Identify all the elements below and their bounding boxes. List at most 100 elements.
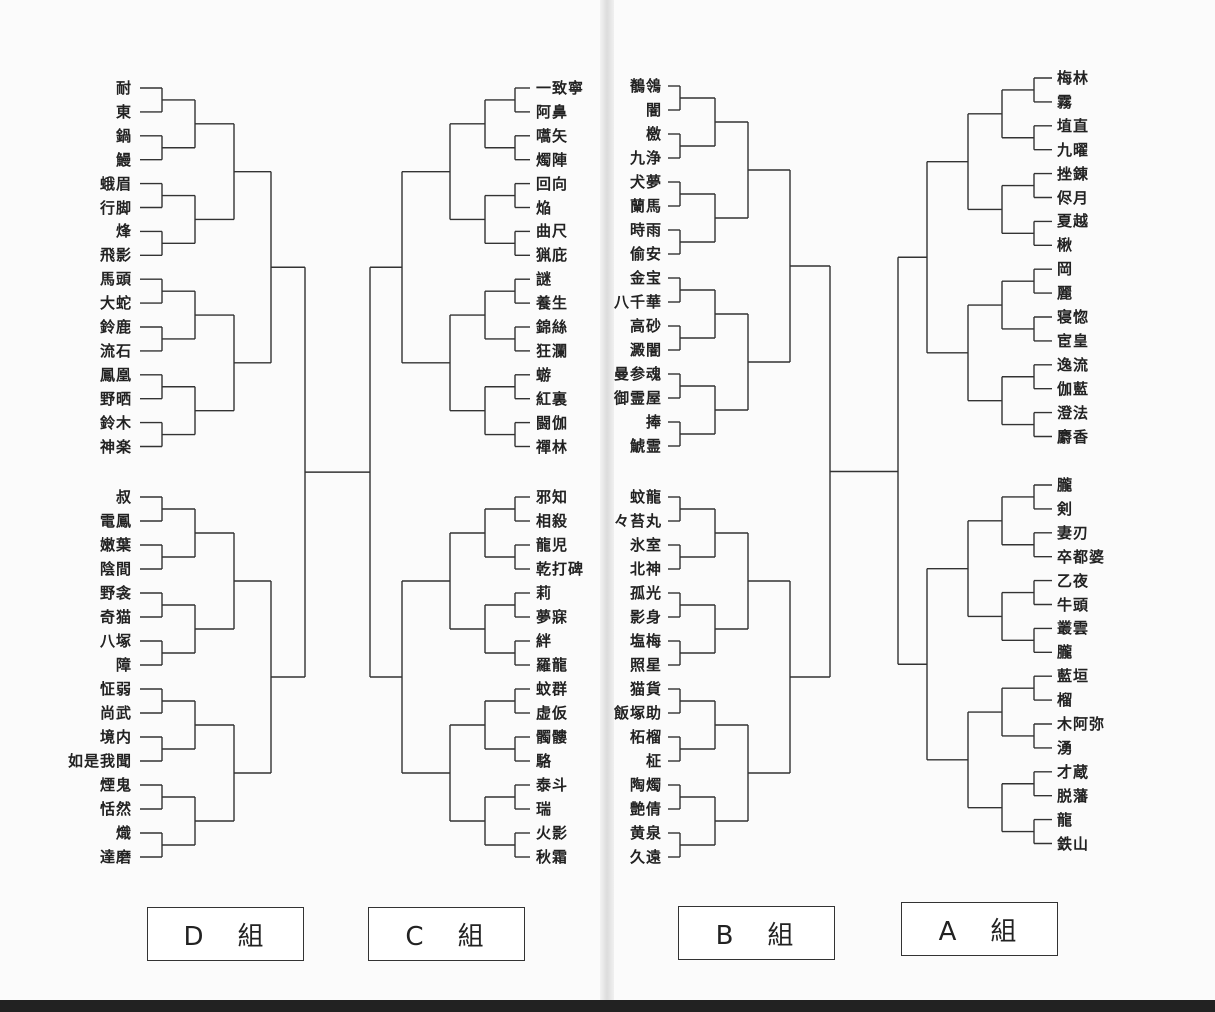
entrant-name: 々苔丸 — [613, 512, 662, 530]
book-spine — [600, 0, 614, 1000]
entrant-name: 嫩葉 — [99, 536, 132, 554]
entrant-name: 瑞 — [536, 800, 553, 818]
entrant-name: 闇 — [645, 101, 662, 119]
entrant-name: 湧 — [1057, 738, 1074, 757]
entrant-name: 藍垣 — [1057, 667, 1090, 686]
entrant-name: 行脚 — [99, 198, 132, 217]
entrant-name: 鉄山 — [1057, 834, 1090, 853]
entrant-name: 黄泉 — [629, 824, 662, 842]
entrant-name: 蚊群 — [536, 680, 569, 698]
entrant-name: 柾 — [645, 752, 662, 770]
entrant-name: 孤光 — [629, 584, 662, 602]
entrant-name: 莉 — [536, 584, 553, 602]
entrant-name: 夏越 — [1057, 212, 1090, 231]
entrant-name: 闘伽 — [536, 413, 569, 432]
entrant-name: 如是我聞 — [67, 752, 132, 770]
entrant-name: 蛾眉 — [99, 174, 132, 193]
entrant-name: 八塚 — [99, 632, 132, 650]
entrant-name: 時雨 — [629, 221, 662, 239]
entrant-name: 榴 — [1057, 691, 1074, 710]
entrant-name: 梅林 — [1057, 69, 1090, 87]
entrant-name: 障 — [115, 656, 132, 674]
entrant-name: 陰間 — [99, 560, 132, 578]
entrant-name: 木阿弥 — [1057, 715, 1106, 733]
entrant-name: 金宝 — [629, 269, 662, 287]
group-a-label: A 組 — [901, 902, 1058, 956]
entrant-name: 八千華 — [613, 293, 662, 311]
entrant-name: 挫錬 — [1057, 164, 1090, 183]
entrant-name: 鈴鹿 — [99, 318, 132, 336]
group-d-label: D 組 — [147, 907, 304, 961]
entrant-name: 高砂 — [629, 317, 662, 335]
entrant-name: 禪林 — [536, 437, 569, 456]
entrant-name: 曼参魂 — [613, 365, 662, 383]
entrant-name: 烽 — [115, 222, 132, 241]
entrant-name: 楸 — [1057, 236, 1074, 255]
entrant-name: 鳳凰 — [99, 365, 132, 384]
entrant-name: 狂瀾 — [536, 341, 569, 360]
entrant-name: 叢雲 — [1057, 619, 1090, 638]
entrant-name: 馬頭 — [99, 270, 132, 289]
entrant-name: 絆 — [536, 632, 553, 650]
entrant-name: 蝣 — [536, 365, 553, 384]
entrant-name: 捧 — [645, 413, 662, 431]
entrant-name: 蚊龍 — [629, 488, 662, 506]
entrant-name: 朧 — [1057, 643, 1074, 662]
entrant-name: 流石 — [99, 341, 132, 360]
entrant-name: 龍児 — [536, 536, 569, 554]
entrant-name: 御霊屋 — [613, 389, 662, 407]
entrant-name: 乙夜 — [1057, 571, 1090, 590]
entrant-name: 尚武 — [99, 704, 132, 722]
entrant-name: 飯塚助 — [613, 704, 662, 722]
entrant-name: 乾打碑 — [536, 560, 585, 578]
entrant-name: 鈴木 — [99, 413, 132, 432]
entrant-name: 電鳳 — [99, 512, 132, 530]
entrant-name: 九曜 — [1057, 140, 1090, 159]
entrant-name: 氷室 — [629, 536, 662, 554]
entrant-name: 侭月 — [1057, 188, 1090, 207]
group-c-label: C 組 — [368, 907, 525, 961]
entrant-name: 伽藍 — [1057, 379, 1090, 398]
entrant-name: 塩梅 — [629, 632, 662, 650]
entrant-name: 秋霜 — [536, 848, 569, 866]
entrant-name: 犬夢 — [629, 173, 662, 191]
entrant-name: 邪知 — [536, 488, 569, 506]
entrant-name: 脱藩 — [1057, 786, 1090, 805]
entrant-name: 怔弱 — [99, 680, 132, 698]
entrant-name: 麝香 — [1057, 427, 1090, 446]
entrant-name: 久遠 — [629, 848, 662, 866]
entrant-name: 大蛇 — [99, 294, 132, 313]
entrant-name: 恬然 — [99, 800, 132, 818]
entrant-name: 髑髏 — [536, 728, 569, 746]
entrant-name: 紅裏 — [536, 389, 569, 408]
entrant-name: 偷安 — [629, 245, 662, 263]
entrant-name: 相殺 — [536, 512, 569, 530]
group-d-label-text: D 組 — [183, 921, 268, 952]
group-c-label-text: C 組 — [405, 921, 488, 952]
entrant-name: 才蔵 — [1057, 762, 1090, 781]
entrant-name: 駱 — [536, 752, 553, 770]
entrant-name: 澱闇 — [629, 341, 662, 359]
entrant-name: 叔 — [115, 488, 132, 506]
entrant-name: 卒都婆 — [1057, 547, 1106, 566]
entrant-name: 朧 — [1057, 476, 1074, 494]
entrant-name: 飛影 — [99, 246, 132, 265]
entrant-name: 埴直 — [1057, 116, 1090, 135]
entrant-name: 岡 — [1057, 260, 1074, 279]
entrant-name: 阿鼻 — [536, 102, 569, 121]
entrant-name: 野衾 — [99, 584, 132, 602]
entrant-name: 逸流 — [1057, 355, 1090, 374]
page-edge — [0, 1000, 1215, 1012]
entrant-name: 鯱霊 — [629, 437, 662, 455]
entrant-name: 回向 — [536, 174, 569, 193]
entrant-name: 夢寐 — [536, 608, 569, 626]
entrant-name: 謎 — [536, 270, 553, 289]
group-a-label-text: A 組 — [938, 916, 1021, 947]
entrant-name: 鶺鴒 — [629, 77, 662, 95]
entrant-name: 錦絲 — [536, 318, 569, 336]
entrant-name: 東 — [115, 102, 132, 121]
entrant-name: 霧 — [1057, 92, 1074, 111]
entrant-name: 照星 — [629, 656, 662, 674]
entrant-name: 澄法 — [1057, 403, 1090, 422]
